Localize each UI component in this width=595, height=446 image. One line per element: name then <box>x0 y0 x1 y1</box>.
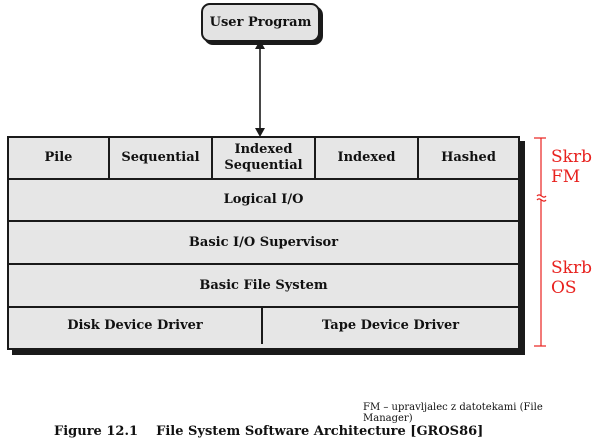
access-methods-row: Pile Sequential Indexed Sequential Index… <box>9 138 518 178</box>
basic-file-system-label: Basic File System <box>199 277 328 293</box>
basic-file-system-layer: Basic File System <box>9 263 518 306</box>
user-program-box: User Program <box>201 3 320 42</box>
access-method-indexed-sequential: Indexed Sequential <box>211 138 314 178</box>
access-method-indexed: Indexed <box>314 138 417 178</box>
device-drivers-row: Disk Device Driver Tape Device Driver <box>9 306 518 344</box>
file-system-stack: Pile Sequential Indexed Sequential Index… <box>7 136 520 350</box>
basic-io-supervisor-layer: Basic I/O Supervisor <box>9 220 518 263</box>
disk-device-driver: Disk Device Driver <box>67 318 203 333</box>
os-scope-label: Skrb OS <box>551 258 592 298</box>
fm-scope-label: Skrb FM <box>551 147 592 187</box>
access-method-hashed: Hashed <box>417 138 518 178</box>
fm-note: FM – upravljalec z datotekami (File Mana… <box>363 402 543 424</box>
user-program-label: User Program <box>209 15 312 30</box>
access-method-pile: Pile <box>44 150 73 165</box>
logical-io-label: Logical I/O <box>223 192 304 207</box>
tape-device-driver: Tape Device Driver <box>261 308 518 344</box>
scope-brackets <box>534 137 547 347</box>
basic-io-supervisor-label: Basic I/O Supervisor <box>188 234 339 250</box>
access-method-sequential: Sequential <box>108 138 211 178</box>
figure-caption: Figure 12.1 File System Software Archite… <box>54 424 484 439</box>
connector-arrow <box>255 40 265 137</box>
logical-io-layer: Logical I/O <box>9 178 518 220</box>
